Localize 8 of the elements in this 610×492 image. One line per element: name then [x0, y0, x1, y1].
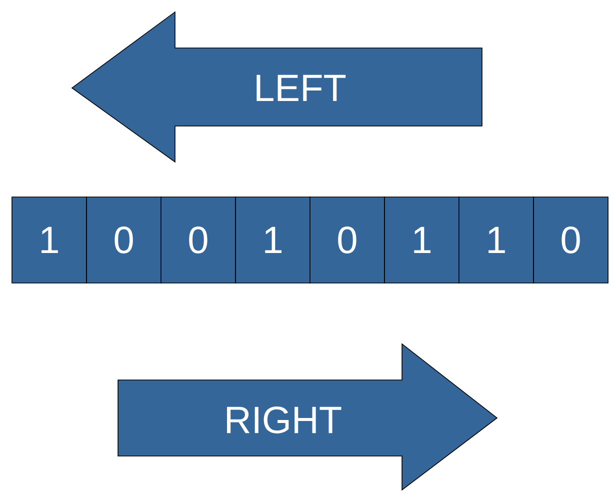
bit-cell: 0 — [533, 196, 608, 284]
bit-cell: 1 — [384, 196, 460, 284]
bit-cell: 1 — [235, 196, 310, 284]
bit-cell: 0 — [86, 196, 162, 284]
bit-cell: 0 — [160, 196, 236, 284]
bit-cell: 1 — [12, 196, 87, 284]
bit-cell: 1 — [458, 196, 534, 284]
bit-cell: 0 — [310, 196, 385, 284]
